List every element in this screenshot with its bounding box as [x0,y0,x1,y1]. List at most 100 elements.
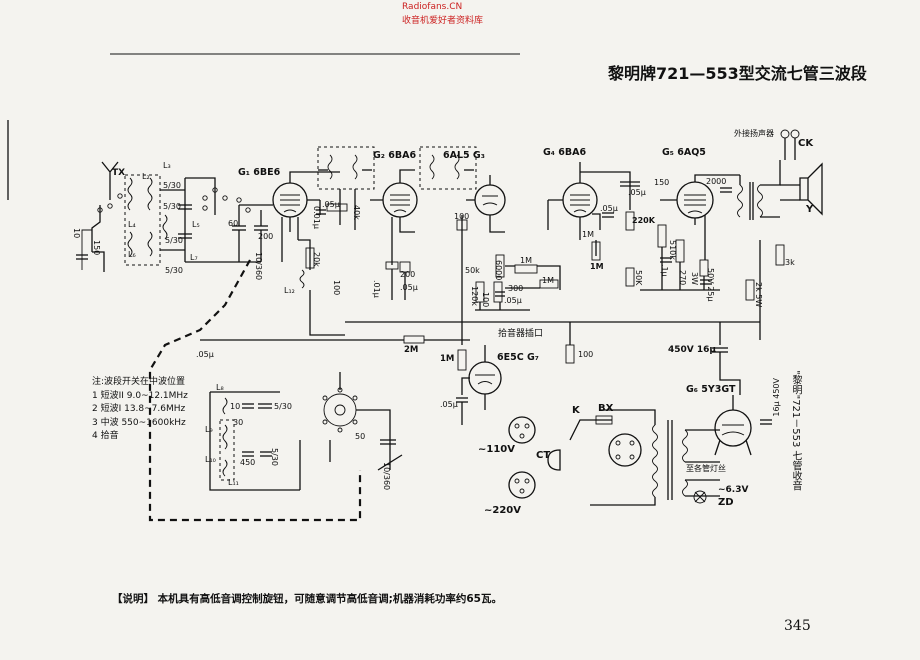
comp-r2k5w: 2k 5W [754,282,763,308]
tube-g2 [370,169,418,300]
label-pickup-jack: 拾音器插口 [498,329,544,339]
outlet-220v [508,471,536,499]
tone-network [640,224,720,291]
antenna-section [76,161,362,522]
watermark-line2: 收音机爱好者资料库 [402,16,484,26]
page-title: 黎明牌721—553型交流七管三波段 [608,64,867,83]
comp-l2: L₂ [142,172,150,181]
comp-c10a: 10 [72,228,81,239]
comp-l8: L₈ [216,383,224,392]
outlet-110v [508,416,536,444]
comp-r40k: 40k [352,205,361,220]
comp-r3k: 3k [785,258,795,267]
comp-c530b: 5/30 [163,202,181,211]
comp-r100c: 100 [578,350,594,359]
comp-r200: 200 [400,270,416,279]
label-16u-450v: 16μ 450V [772,378,781,417]
comp-c01: 0.01μ [312,206,321,229]
comp-c530a: 5/30 [163,181,181,190]
label-ck: CK [798,138,814,149]
label-220v: ~220V [484,505,521,516]
tube-g3 [456,175,506,345]
oscillator-section [209,372,403,491]
switch-notes-title: 注:波段开关在中波位置 [92,377,186,387]
label-k: K [572,405,580,416]
comp-l6: L₆ [128,250,136,259]
comp-c530d: 5/30 [165,266,183,275]
description: 【说明】 本机具有高低音调控制旋钮，可随意调节高低音调;机器消耗功率约65瓦。 [112,593,502,605]
comp-l7: L₇ [190,253,198,262]
label-speaker-y: Y [806,204,814,215]
comp-c05g: .05μ [196,350,214,359]
tube-g5 [660,129,823,301]
power-transformer [547,409,720,506]
label-ct: CT [536,450,551,461]
comp-r50k: 50k [465,266,480,275]
tube-g4 [547,162,640,287]
comp-c10360b: 10/360 [382,462,391,491]
comp-c50v: 50V 25μ [706,268,715,302]
comp-c10360a: 10/360 [254,252,263,281]
comp-r1me: 1M [582,230,594,239]
comp-c50: 50 [355,432,366,441]
comp-c530f: 5/30 [270,448,279,466]
comp-c05b: .05μ [400,283,418,292]
label-450v: 450V 16μ [668,345,717,355]
tube-g7 [456,345,502,425]
tube-label-g4: G₄ 6BA6 [543,147,587,158]
tube-label-g1: G₁ 6BE6 [238,167,281,178]
label-ext-speaker: 外接扬声器 [734,129,774,138]
label-110v: ~110V [478,444,515,455]
comp-r50kb: 50K [634,270,643,286]
if-transformer-2 [419,146,477,190]
comp-c150: 150 [92,240,101,256]
comp-l5: L₅ [192,220,200,229]
side-caption: "黎明"721－553 七管收音 [790,370,801,491]
tube-label-g6: G₆ 5Y3GT [686,384,736,395]
comp-l10: L₁₀ [205,455,216,464]
audio-network [475,254,561,311]
comp-c2000: 2000 [706,177,727,186]
switch-note-item: 1 短波II 9.0~12.1MHz [92,390,188,401]
comp-c05e: .05μ [628,188,646,197]
comp-c100b: 100 [481,292,490,308]
comp-r1ma: 1M [440,354,455,364]
comp-c530c: 5/30 [165,236,183,245]
comp-c200: 200 [258,232,274,241]
label-pilot-lamp: 至各管灯丝 [686,464,726,473]
comp-r120k: 120k [470,286,479,306]
comp-c300: 300 [508,284,524,293]
comp-c150b: 150 [654,178,670,187]
comp-r100b: 100 [454,212,470,221]
switch-note-item: 3 中波 550~1600kHz [92,417,186,428]
tube-label-g3: 6AL5 G₃ [443,150,485,161]
switch-note-item: 2 短波I 13.8~7.6MHz [92,404,186,414]
comp-c3w: 3W [690,272,699,285]
switch-note-item: 4 拾音 [92,431,119,441]
comp-l12: L₁₂ [284,286,295,295]
tube-label-g2: G₂ 6BA6 [373,150,417,161]
label-bx: BX [598,403,614,414]
tube-g1 [270,171,348,336]
comp-r2m: 2M [404,345,419,355]
label-tx: TX [112,168,126,178]
comp-c05d: .05μ [504,296,522,305]
comp-c6000: 6000 [494,260,503,281]
comp-l11: L₁₁ [228,478,239,487]
comp-c1u: .1μ [660,264,669,277]
label-6-3v: ~6.3V [718,485,749,495]
comp-c05f: .05μ [600,204,618,213]
comp-c10b: 10 [230,402,241,411]
switch-notes: 注:波段开关在中波位置 1 短波II 9.0~12.1MHz 2 短波I 13.… [92,376,188,444]
comp-r20k: 20k [312,252,321,267]
tube-g6 [714,395,772,456]
comp-r1mc: 1M [542,276,554,285]
if-transformer-1 [317,146,375,230]
comp-c450: 450 [240,458,256,467]
label-zd: ZD [718,497,734,508]
comp-r1md: 1M [590,262,604,271]
comp-c05a: .05μ [322,200,340,209]
comp-c01b: .01μ [372,280,381,298]
comp-r220k: 220K [632,216,655,225]
